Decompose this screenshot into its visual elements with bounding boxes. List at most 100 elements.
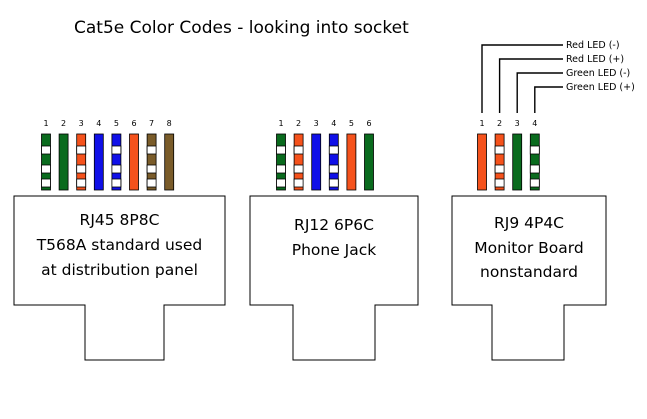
pin-number: 1 bbox=[43, 119, 48, 128]
callout-line bbox=[516, 72, 563, 113]
wire-blue bbox=[111, 133, 122, 191]
wire-white-stripe bbox=[41, 164, 51, 174]
wire-white-stripe bbox=[494, 164, 505, 174]
wire-white-stripe bbox=[276, 164, 286, 174]
pin-rj45-6: 6 bbox=[129, 119, 139, 191]
wire-white-stripe bbox=[328, 178, 339, 188]
connector-label-line: Monitor Board bbox=[474, 239, 583, 257]
wire-green bbox=[364, 133, 374, 191]
pin-number: 3 bbox=[314, 119, 319, 128]
pin-number: 6 bbox=[131, 119, 136, 128]
wire-orange bbox=[477, 133, 487, 191]
connector-label-line: RJ12 6P6C bbox=[294, 216, 374, 234]
pin-number: 2 bbox=[296, 119, 301, 128]
wire-white-stripe bbox=[41, 178, 51, 188]
connector-label-line: RJ9 4P4C bbox=[494, 214, 564, 232]
pin-rj9-2: 2 bbox=[494, 119, 505, 191]
connector-label-line: T568A standard used bbox=[36, 236, 203, 254]
wire-green bbox=[276, 133, 286, 191]
led-label: Green LED (+) bbox=[566, 82, 635, 93]
pin-rj12-5: 5 bbox=[346, 119, 357, 191]
led-callouts: Red LED (-) Red LED (+) Green LED (-) Green… bbox=[481, 40, 635, 113]
pin-rj45-1: 1 bbox=[41, 119, 51, 191]
pin-number: 6 bbox=[366, 119, 371, 128]
diagram-title: Cat5e Color Codes - looking into socket bbox=[74, 18, 409, 38]
pin-rj45-2: 2 bbox=[58, 119, 69, 191]
led-label: Red LED (+) bbox=[566, 54, 624, 65]
pin-number: 4 bbox=[532, 119, 537, 128]
pin-number: 3 bbox=[515, 119, 520, 128]
wire-white-stripe bbox=[76, 164, 87, 174]
wire-green bbox=[58, 133, 69, 191]
pin-number: 4 bbox=[331, 119, 336, 128]
connector-label-line: at distribution panel bbox=[41, 261, 198, 279]
led-label: Red LED (-) bbox=[566, 40, 620, 51]
wire-orange bbox=[494, 133, 505, 191]
wire-white-stripe bbox=[293, 178, 304, 188]
connector-body bbox=[451, 195, 607, 361]
wire-white-stripe bbox=[111, 145, 122, 155]
connector-body bbox=[13, 195, 226, 361]
wire-white-stripe bbox=[276, 145, 286, 155]
pin-rj12-1: 1 bbox=[276, 119, 286, 191]
wire-white-stripe bbox=[529, 178, 540, 188]
wire-white-stripe bbox=[146, 178, 157, 188]
wire-blue bbox=[328, 133, 339, 191]
wire-white-stripe bbox=[328, 145, 339, 155]
pin-rj9-3: 3 bbox=[512, 119, 523, 191]
wire-white-stripe bbox=[76, 178, 87, 188]
pin-number: 8 bbox=[167, 119, 172, 128]
wire-white-stripe bbox=[293, 145, 304, 155]
wire-white-stripe bbox=[529, 145, 540, 155]
pin-number: 5 bbox=[114, 119, 119, 128]
wire-blue bbox=[93, 133, 104, 191]
wire-blue bbox=[311, 133, 322, 191]
wire-white-stripe bbox=[494, 178, 505, 188]
pin-rj12-3: 3 bbox=[311, 119, 322, 191]
connector-label-line: nonstandard bbox=[480, 263, 578, 281]
led-callout-2: Red LED (+) bbox=[498, 54, 624, 113]
connector-body bbox=[249, 195, 419, 361]
wire-white-stripe bbox=[494, 145, 505, 155]
callout-line bbox=[481, 44, 563, 113]
pin-number: 4 bbox=[96, 119, 101, 128]
led-label: Green LED (-) bbox=[566, 68, 630, 79]
wire-green bbox=[512, 133, 523, 191]
wire-white-stripe bbox=[111, 164, 122, 174]
wire-brown bbox=[164, 133, 175, 191]
callout-line bbox=[534, 86, 563, 113]
led-callout-3: Green LED (-) bbox=[516, 68, 630, 113]
pin-number: 3 bbox=[79, 119, 84, 128]
pin-rj45-4: 4 bbox=[93, 119, 104, 191]
pin-rj9-4: 4 bbox=[529, 119, 540, 191]
pin-rj45-5: 5 bbox=[111, 119, 122, 191]
wire-green bbox=[41, 133, 51, 191]
wire-white-stripe bbox=[146, 145, 157, 155]
connector-label-line: Phone Jack bbox=[292, 241, 377, 259]
wire-white-stripe bbox=[293, 164, 304, 174]
wire-orange bbox=[346, 133, 357, 191]
pin-number: 1 bbox=[479, 119, 484, 128]
pin-number: 2 bbox=[497, 119, 502, 128]
wire-green bbox=[529, 133, 540, 191]
pin-number: 1 bbox=[278, 119, 283, 128]
wire-orange bbox=[293, 133, 304, 191]
wire-white-stripe bbox=[41, 145, 51, 155]
led-callout-4: Green LED (+) bbox=[534, 82, 635, 113]
pin-rj12-4: 4 bbox=[328, 119, 339, 191]
wire-orange bbox=[76, 133, 87, 191]
pin-rj12-6: 6 bbox=[364, 119, 374, 191]
callout-line bbox=[498, 58, 563, 113]
pin-number: 2 bbox=[61, 119, 66, 128]
pin-rj12-2: 2 bbox=[293, 119, 304, 191]
pin-rj45-3: 3 bbox=[76, 119, 87, 191]
wire-white-stripe bbox=[328, 164, 339, 174]
wire-white-stripe bbox=[146, 164, 157, 174]
pin-rj9-1: 1 bbox=[477, 119, 487, 191]
led-callout-1: Red LED (-) bbox=[481, 40, 620, 113]
